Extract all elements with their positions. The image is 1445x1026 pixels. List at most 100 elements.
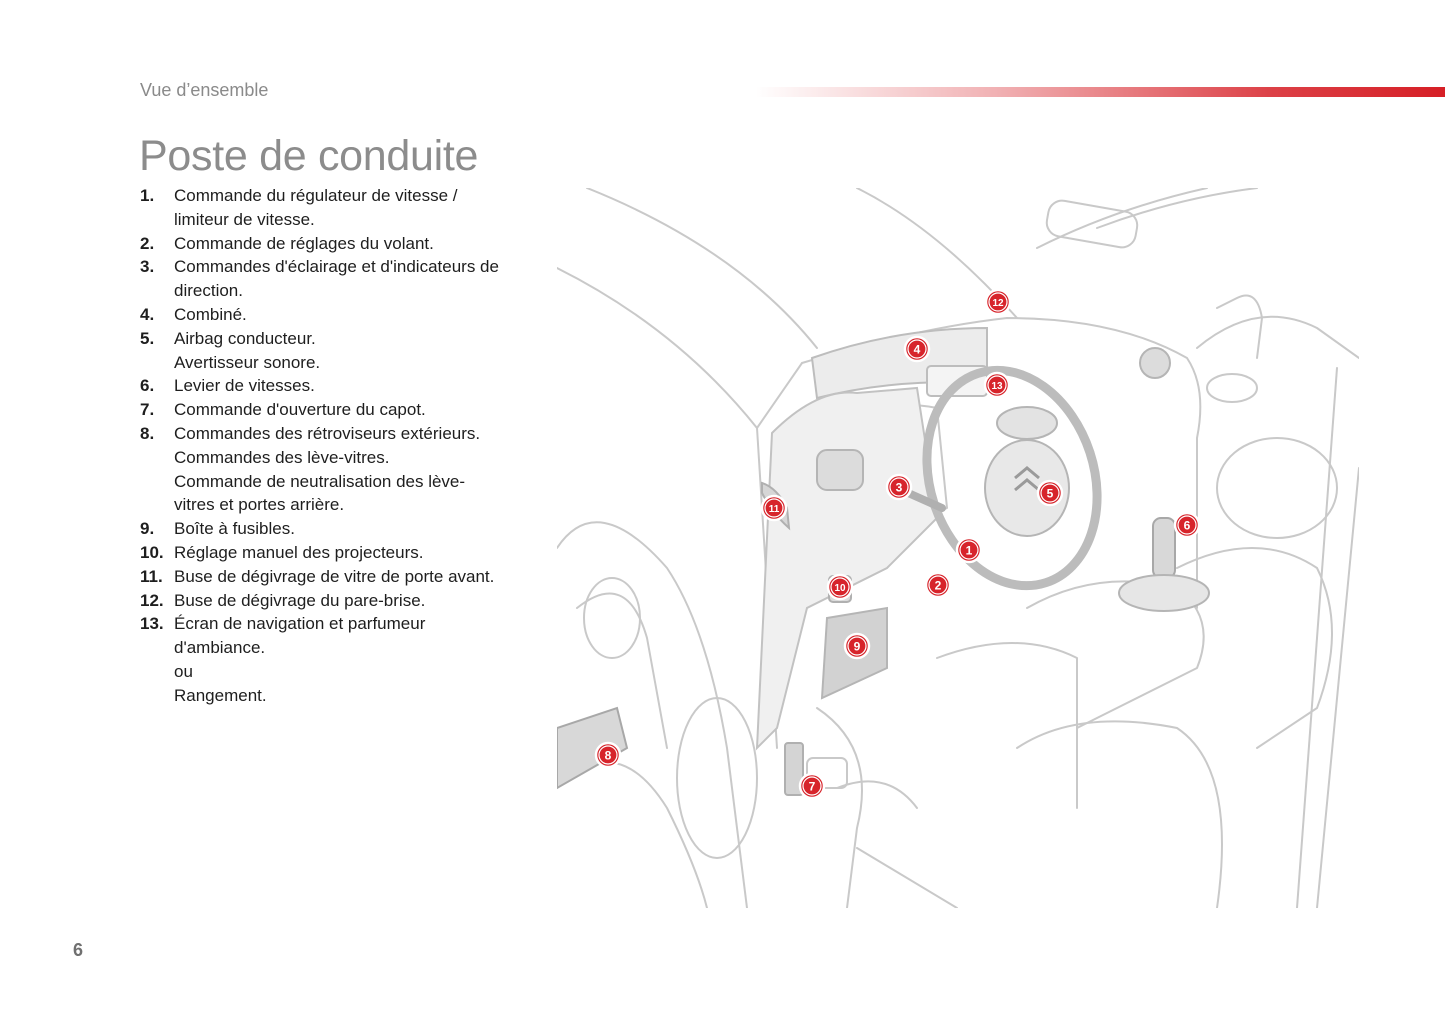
legend-item-5: 5. Airbag conducteur. Avertisseur sonore. (140, 327, 540, 375)
legend-number: 3. (140, 257, 155, 277)
callout-6: 6 (1173, 511, 1201, 539)
callout-number: 8 (605, 749, 612, 763)
legend-text: Buse de dégivrage de vitre de porte avan… (174, 566, 495, 586)
callout-number: 1 (966, 544, 973, 558)
legend-number: 9. (140, 519, 155, 539)
callout-number: 4 (914, 343, 921, 357)
callout-number: 10 (834, 583, 846, 594)
legend-text: Commande d'ouverture du capot. (174, 400, 426, 420)
legend-text: Écran de navigation et parfumeur (174, 614, 426, 634)
legend-text: direction. (174, 281, 243, 301)
legend-number: 12. (140, 590, 164, 610)
callout-ring (830, 577, 850, 597)
section-label: Vue d’ensemble (140, 80, 269, 100)
legend-item-10: 10. Réglage manuel des projecteurs. (140, 541, 540, 565)
steering-hub (984, 439, 1070, 537)
legend-number: 7. (140, 400, 155, 420)
legend-text: Rangement. (174, 685, 267, 705)
callout-5: 5 (1036, 479, 1064, 507)
header-accent-bar (755, 87, 1445, 97)
legend-text: Avertisseur sonore. (174, 352, 321, 372)
legend-number: 2. (140, 233, 155, 253)
callout-number: 5 (1047, 487, 1054, 501)
legend-text: d'ambiance. (174, 638, 266, 658)
bonnet-release-handle (784, 742, 804, 796)
callout-13: 13 (983, 371, 1011, 399)
legend-text: Boîte à fusibles. (174, 519, 295, 539)
callout-ring (889, 477, 909, 497)
legend-item-1: 1. Commande du régulateur de vitesse / lim… (140, 184, 540, 232)
callout-12: 12 (984, 288, 1012, 316)
callout-ring (987, 375, 1007, 395)
dashboard-illustration: 1 2 3 4 5 6 7 8 9 10 11 12 13 (557, 188, 1359, 908)
legend-text: limiteur de vitesse. (174, 209, 315, 229)
legend-text: Levier de vitesses. (174, 376, 315, 396)
legend-text: Commande du régulateur de vitesse / (174, 186, 458, 205)
legend-number: 10. (140, 542, 164, 562)
legend-text: Commande de réglages du volant. (174, 233, 434, 253)
callout-10: 10 (826, 573, 854, 601)
callout-ring (988, 292, 1008, 312)
callout-2: 2 (924, 571, 952, 599)
legend-text: Réglage manuel des projecteurs. (174, 542, 424, 562)
legend-text: Commandes des rétroviseurs extérieurs. (174, 423, 481, 443)
page-title: Poste de conduite (139, 132, 479, 180)
brand-emblem-icon (1014, 466, 1040, 492)
callout-number: 11 (769, 504, 780, 515)
legend-text: ou (174, 661, 193, 681)
legend-text: Combiné. (174, 304, 247, 324)
legend-list: 1. Commande du régulateur de vitesse / lim… (140, 184, 540, 708)
callout-ring (959, 540, 979, 560)
legend-number: 11. (140, 566, 163, 586)
callout-8: 8 (594, 741, 622, 769)
callout-ring (802, 776, 822, 796)
door-switch-panel (557, 706, 629, 790)
legend-item-13: 13. Écran de navigation et parfumeur d'amb… (140, 612, 540, 707)
callout-7: 7 (798, 772, 826, 800)
legend-item-8: 8. Commandes des rétroviseurs extérieurs.… (140, 422, 540, 517)
callout-3: 3 (885, 473, 913, 501)
callout-number: 12 (992, 298, 1004, 309)
legend-item-6: 6. Levier de vitesses. (140, 374, 540, 398)
legend-text: Buse de dégivrage du pare-brise. (174, 590, 426, 610)
legend-text: Airbag conducteur. (174, 328, 316, 348)
callout-number: 9 (854, 640, 861, 654)
callout-number: 7 (809, 780, 816, 794)
callout-ring (928, 575, 948, 595)
legend-text: Commande de neutralisation des lève- (174, 471, 466, 491)
callout-number: 2 (935, 579, 942, 593)
callout-number: 13 (991, 381, 1003, 392)
legend-number: 4. (140, 304, 155, 324)
callout-ring (764, 498, 784, 518)
gear-lever (1152, 517, 1176, 579)
callout-ring (1040, 483, 1060, 503)
right-vent (1139, 347, 1171, 379)
callout-number: 3 (896, 481, 903, 495)
dashboard-drawing: 1 2 3 4 5 6 7 8 9 10 11 12 13 (557, 188, 1359, 908)
legend-number: 8. (140, 423, 155, 443)
gear-boot (1118, 574, 1210, 612)
callout-number: 6 (1184, 519, 1191, 533)
legend-number: 13. (140, 614, 164, 634)
page-number: 6 (73, 940, 84, 960)
callout-ring (907, 339, 927, 359)
callout-4: 4 (903, 335, 931, 363)
legend-item-2: 2. Commande de réglages du volant. (140, 232, 540, 256)
legend-item-11: 11. Buse de dégivrage de vitre de porte a… (140, 565, 540, 589)
callout-ring (847, 636, 867, 656)
callout-ring (598, 745, 618, 765)
callout-1: 1 (955, 536, 983, 564)
legend-text: Commandes des lève-vitres. (174, 447, 390, 467)
legend-number: 6. (140, 376, 155, 396)
left-vent (816, 449, 864, 491)
legend-number: 1. (140, 186, 155, 205)
legend-number: 5. (140, 328, 155, 348)
dashboard-panel (755, 386, 939, 751)
legend-item-7: 7. Commande d'ouverture du capot. (140, 398, 540, 422)
center-vent (996, 406, 1058, 440)
legend-text: vitres et portes arrière. (174, 495, 345, 515)
legend-item-9: 9. Boîte à fusibles. (140, 517, 540, 541)
legend-text: Commandes d'éclairage et d'indicateurs d… (174, 257, 499, 277)
callout-ring (1177, 515, 1197, 535)
legend-item-3: 3. Commandes d'éclairage et d'indicateurs… (140, 255, 540, 303)
